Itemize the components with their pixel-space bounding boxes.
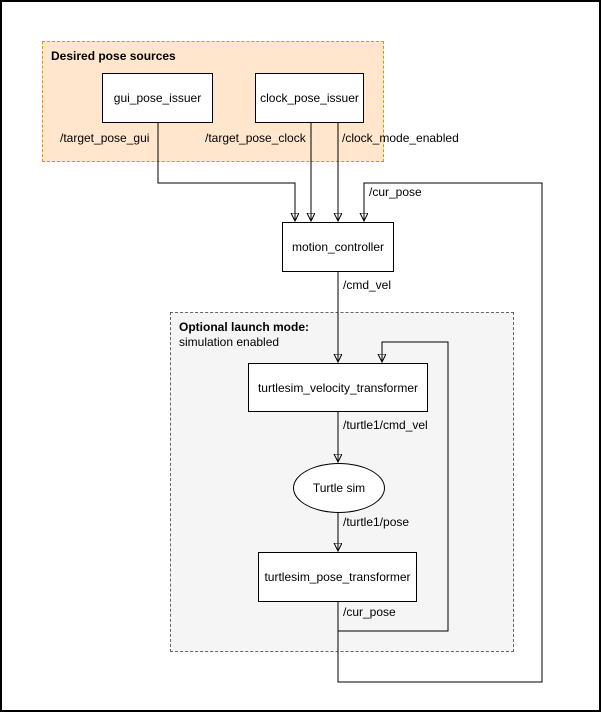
node-gui-pose-issuer: gui_pose_issuer [102,73,213,123]
topic-turtle1-cmd-vel: /turtle1/cmd_vel [343,418,428,432]
group-desired-pose-sources: Desired pose sources [42,41,384,162]
topic-cmd-vel: /cmd_vel [343,278,392,292]
topic-clock-mode-enabled: /clock_mode_enabled [342,131,459,145]
node-turtlesim-velocity-transformer: turtlesim_velocity_transformer [248,363,428,412]
edge-target-pose-gui [157,123,295,221]
node-clock-pose-issuer-label: clock_pose_issuer [260,91,359,105]
node-turtlesim-velocity-transformer-label: turtlesim_velocity_transformer [257,380,419,395]
group-desired-pose-sources-title: Desired pose sources [51,49,176,63]
node-motion-controller-label: motion_controller [291,240,385,254]
node-turtle-sim-label: Turtle sim [312,481,366,495]
group-optional-launch-mode-title: Optional launch mode: [179,320,310,334]
topic-turtle1-pose: /turtle1/pose [343,515,410,529]
edge-feedback-loop [338,341,449,632]
node-turtlesim-pose-transformer: turtlesim_pose_transformer [258,552,417,602]
edge-cur-pose-return [337,182,543,683]
node-clock-pose-issuer: clock_pose_issuer [255,73,364,123]
node-turtle-sim: Turtle sim [293,463,385,513]
node-motion-controller: motion_controller [282,222,394,272]
topic-target-pose-gui: /target_pose_gui [60,131,150,145]
topic-target-pose-clock: /target_pose_clock [205,131,306,145]
node-gui-pose-issuer-label: gui_pose_issuer [113,91,202,105]
topic-cur-pose-top: /cur_pose [369,185,422,199]
node-turtlesim-pose-transformer-label: turtlesim_pose_transformer [264,570,411,584]
topic-cur-pose-bottom: /cur_pose [343,605,396,619]
group-optional-launch-mode-subtitle: simulation enabled [179,335,280,349]
